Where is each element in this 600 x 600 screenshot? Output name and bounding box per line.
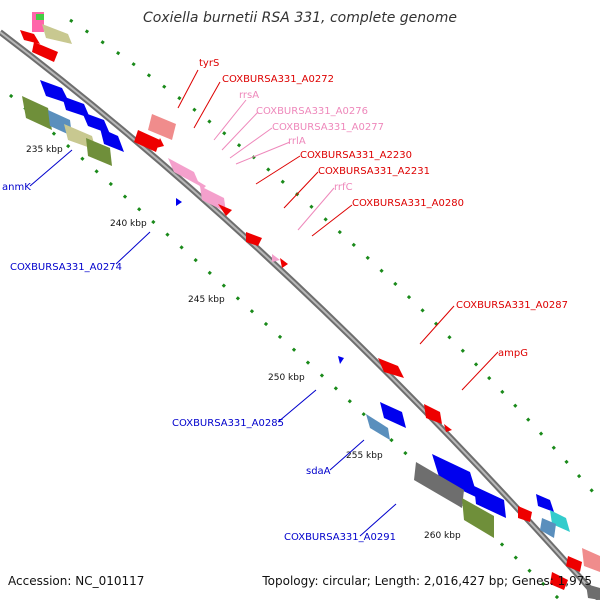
- kbp-labels: 235 kbp 240 kbp 245 kbp 250 kbp 255 kbp …: [26, 145, 461, 541]
- gene-label-rrla: rrlA: [288, 136, 306, 147]
- feature-group-tyrs[interactable]: [134, 114, 232, 216]
- reverse-labels: anmK COXBURSA331_A0274 COXBURSA331_A0285…: [2, 182, 396, 543]
- gene-label-rrsa: rrsA: [239, 90, 259, 101]
- feature-group-bottomright[interactable]: [518, 494, 600, 600]
- gene-label-a0276: COXBURSA331_A0276: [256, 106, 368, 117]
- gene-label-rrfc: rrfC: [334, 182, 353, 193]
- kbp-label: 255 kbp: [346, 451, 383, 461]
- gene-label-a0287: COXBURSA331_A0287: [456, 300, 568, 311]
- gene-label-anmk: anmK: [2, 182, 31, 193]
- kbp-label: 235 kbp: [26, 145, 63, 155]
- tick-track-outer: [69, 18, 600, 501]
- gene-label-tyrs: tyrS: [199, 58, 219, 69]
- map-title: Coxiella burnetii RSA 331, complete geno…: [143, 10, 457, 26]
- kbp-label: 250 kbp: [268, 373, 305, 383]
- gene-label-a0285: COXBURSA331_A0285: [172, 418, 284, 429]
- gene-label-a0280: COXBURSA331_A0280: [352, 198, 464, 209]
- gene-label-a0274: COXBURSA331_A0274: [10, 262, 122, 273]
- feature-group-a0291[interactable]: [414, 454, 506, 538]
- feature-group-topleft[interactable]: [20, 12, 124, 166]
- forward-labels: tyrS COXBURSA331_A0272 rrsA COXBURSA331_…: [199, 58, 568, 359]
- feature-group-ampg[interactable]: [338, 356, 452, 432]
- gene-label-a0291: COXBURSA331_A0291: [284, 532, 396, 543]
- gene-label-a2231: COXBURSA331_A2231: [318, 166, 430, 177]
- gene-label-a0272: COXBURSA331_A0272: [222, 74, 334, 85]
- kbp-label: 245 kbp: [188, 295, 225, 305]
- feature-group-a0280[interactable]: [246, 232, 288, 268]
- kbp-label: 240 kbp: [110, 219, 147, 229]
- feature-group-sdaa[interactable]: [366, 402, 406, 440]
- accession-text: Accession: NC_010117: [8, 574, 145, 588]
- kbp-label: 260 kbp: [424, 531, 461, 541]
- gene-label-a0277: COXBURSA331_A0277: [272, 122, 384, 133]
- forward-leader-lines: [177, 69, 499, 391]
- gene-label-sdaa: sdaA: [306, 466, 331, 477]
- topology-text: Topology: circular; Length: 2,016,427 bp…: [262, 574, 592, 588]
- reverse-leader-lines: [29, 149, 397, 537]
- gene-label-a2230: COXBURSA331_A2230: [300, 150, 412, 161]
- gene-label-ampg: ampG: [498, 348, 528, 359]
